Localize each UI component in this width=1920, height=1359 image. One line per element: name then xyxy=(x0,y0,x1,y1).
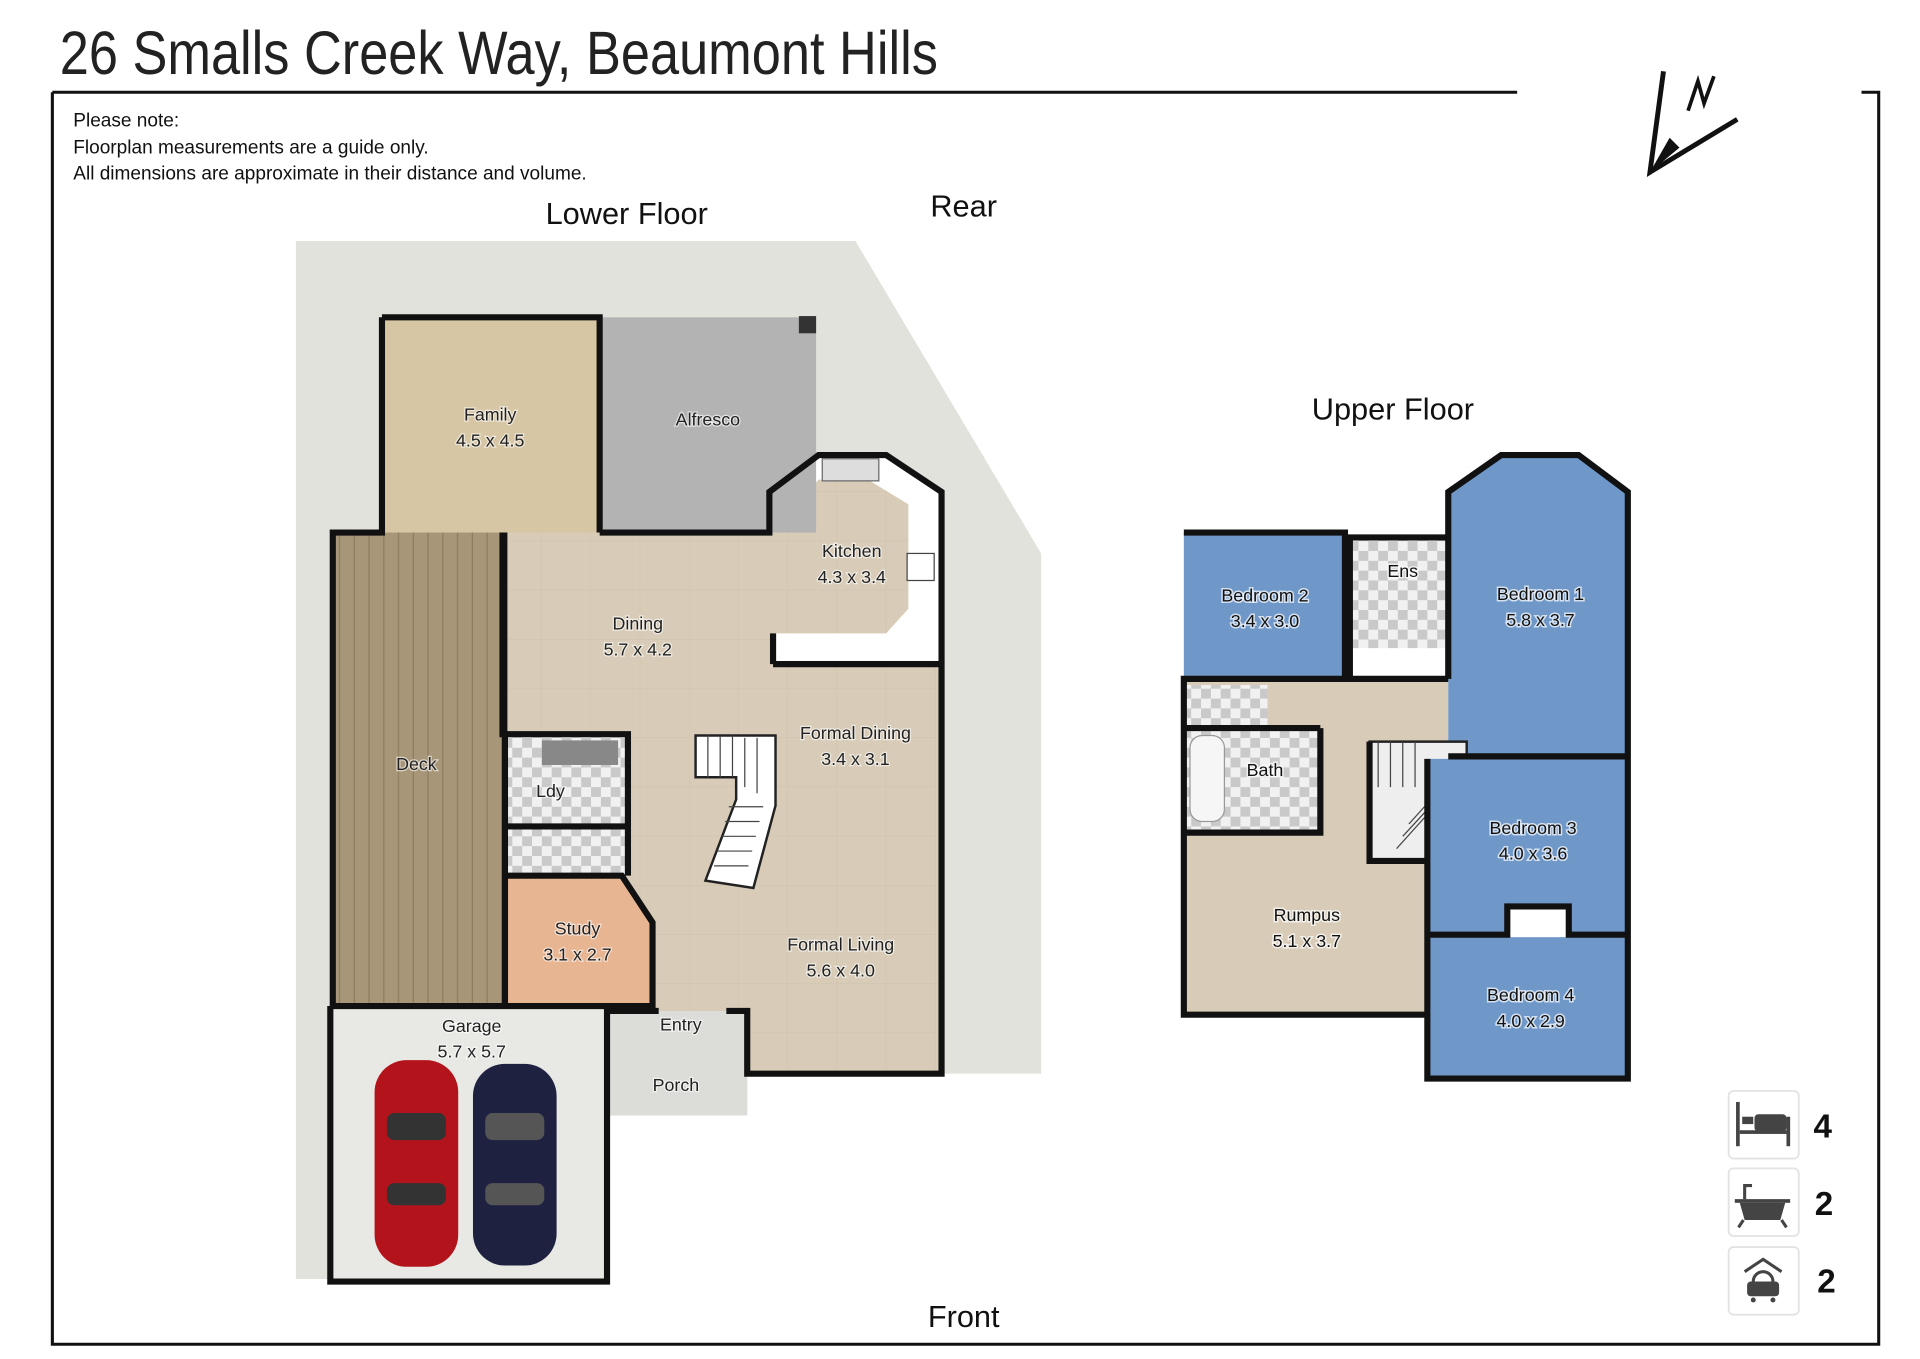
stairs xyxy=(694,734,777,890)
toilet-room xyxy=(1183,685,1268,726)
lower-floor-plan xyxy=(295,241,1042,1285)
room-dims-bedroom-3: 4.0 x 3.6 xyxy=(1499,844,1567,864)
upper-floor-plan xyxy=(1180,451,1631,1082)
family-room xyxy=(381,317,600,533)
room-label-bath: Bath xyxy=(1247,760,1284,780)
bath-icon xyxy=(1734,1184,1791,1229)
room-dims-dining: 5.7 x 4.2 xyxy=(604,640,672,660)
room-label-formal-living: Formal Living xyxy=(787,935,894,955)
note-line-1: Floorplan measurements are a guide only. xyxy=(73,138,428,159)
room-dims-formal-dining: 3.4 x 3.1 xyxy=(821,749,889,769)
room-label-ensuite: Ens xyxy=(1387,561,1418,581)
north-arrow-icon xyxy=(1646,71,1739,177)
room-label-deck: Deck xyxy=(396,754,437,774)
room-label-rumpus: Rumpus xyxy=(1274,905,1340,925)
room-dims-garage: 5.7 x 5.7 xyxy=(438,1042,506,1062)
note-heading: Please note: xyxy=(73,111,179,132)
bedroom-3 xyxy=(1427,758,1628,935)
bathtub-icon xyxy=(1189,734,1226,823)
garage-icon xyxy=(1743,1257,1783,1303)
deck-area xyxy=(332,532,503,1007)
room-label-bedroom-3: Bedroom 3 xyxy=(1490,818,1577,838)
room-dims-rumpus: 5.1 x 3.7 xyxy=(1273,931,1341,951)
alfresco-area xyxy=(599,317,817,533)
room-label-entry: Entry xyxy=(660,1015,702,1035)
bedroom-4 xyxy=(1427,937,1628,1079)
bed-icon xyxy=(1736,1101,1791,1147)
page-title: 26 Smalls Creek Way, Beaumont Hills xyxy=(60,19,938,88)
room-label-bedroom-2: Bedroom 2 xyxy=(1221,585,1308,605)
feature-garage: 2 xyxy=(1727,1246,1836,1316)
garage-count: 2 xyxy=(1817,1264,1835,1301)
room-label-alfresco: Alfresco xyxy=(676,410,740,430)
bedroom-1 xyxy=(1448,455,1628,757)
feature-bathrooms: 2 xyxy=(1727,1167,1833,1237)
room-dims-study: 3.1 x 2.7 xyxy=(543,945,611,965)
room-dims-formal-living: 5.6 x 4.0 xyxy=(807,961,875,981)
room-dims-family: 4.5 x 4.5 xyxy=(456,430,524,450)
kitchen-bench xyxy=(769,455,942,665)
room-label-family: Family xyxy=(464,405,517,425)
note-line-2: All dimensions are approximate in their … xyxy=(73,164,586,185)
room-dims-bedroom-2: 3.4 x 3.0 xyxy=(1231,611,1299,631)
rear-label: Rear xyxy=(930,188,997,223)
laundry-sink xyxy=(541,740,619,765)
frame xyxy=(50,90,1881,1346)
room-dims-bedroom-1: 5.8 x 3.7 xyxy=(1506,610,1574,630)
red-car-icon xyxy=(374,1060,459,1267)
ensuite xyxy=(1349,537,1448,649)
alfresco-post xyxy=(798,316,817,334)
room-label-kitchen: Kitchen xyxy=(822,541,881,561)
room-label-bedroom-4: Bedroom 4 xyxy=(1487,985,1574,1005)
kitchen-sink-icon xyxy=(821,458,880,482)
room-label-garage: Garage xyxy=(442,1016,502,1036)
room-label-bedroom-1: Bedroom 1 xyxy=(1497,584,1584,604)
feature-bedrooms: 4 xyxy=(1727,1089,1833,1160)
dark-car-icon xyxy=(472,1063,557,1266)
bedroom-2 xyxy=(1183,532,1345,679)
upper-floor-title: Upper Floor xyxy=(1312,391,1474,426)
study-room xyxy=(504,875,653,1007)
room-dims-kitchen: 4.3 x 3.4 xyxy=(818,567,886,587)
bedroom-count: 4 xyxy=(1814,1109,1833,1146)
porch-area xyxy=(607,1010,748,1116)
room-label-formal-dining: Formal Dining xyxy=(800,723,911,743)
room-label-study: Study xyxy=(555,919,601,939)
front-label: Front xyxy=(928,1299,1000,1334)
bathroom-count: 2 xyxy=(1815,1186,1833,1223)
lower-floor-title: Lower Floor xyxy=(546,196,708,231)
room-dims-bedroom-4: 4.0 x 2.9 xyxy=(1496,1011,1564,1031)
room-label-dining: Dining xyxy=(613,614,664,634)
room-label-laundry: Ldy xyxy=(536,781,565,801)
room-label-porch: Porch xyxy=(653,1075,700,1095)
cooktop-icon xyxy=(906,552,935,582)
